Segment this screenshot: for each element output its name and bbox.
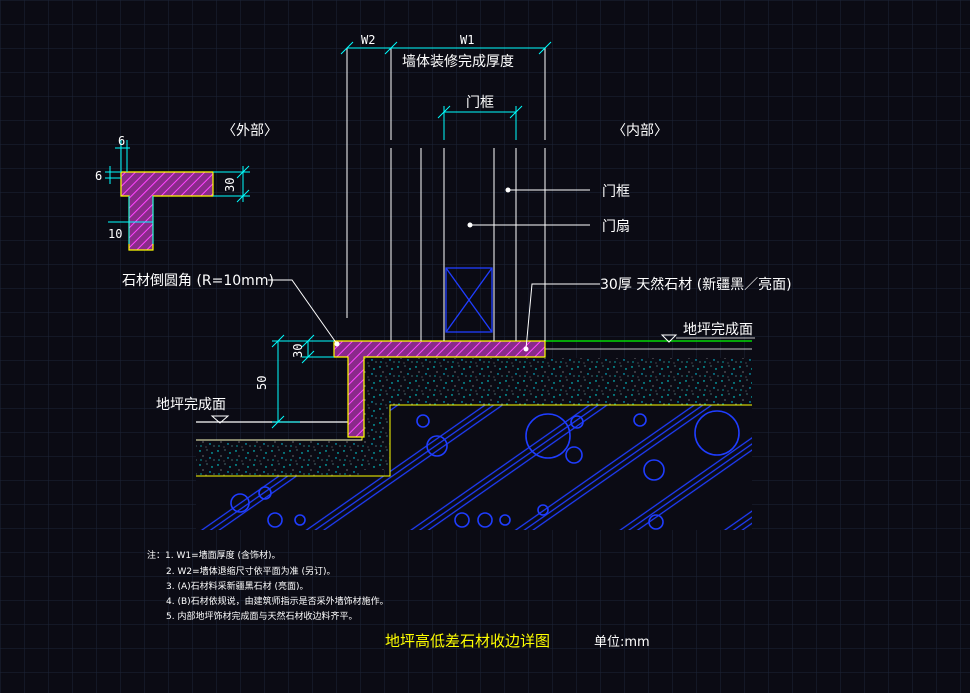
w1-dimension: W1: [460, 33, 474, 47]
upper-concrete-slab: [362, 358, 752, 470]
door-leaf-cross: [445, 267, 493, 333]
lower-concrete-slab: [196, 440, 362, 476]
stone-spec-label: 30厚 天然石材 (新疆黑／亮面): [600, 276, 792, 293]
detail-dim-10: 10: [108, 227, 122, 241]
lower-level-marker: [210, 415, 230, 424]
wall-finish-thickness-label: 墙体装修完成厚度: [402, 54, 514, 70]
upper-level-marker: [660, 334, 678, 343]
outside-label: 〈外部〉: [222, 123, 278, 139]
door-leaf-label: 门扇: [602, 219, 630, 235]
detail-dim-6-top: 6: [118, 134, 125, 148]
inside-label: 〈内部〉: [612, 123, 668, 139]
detail-dim-30: 30: [223, 178, 237, 192]
note-line-5: 5. 内部地坪饰材完成面与天然石材收边料齐平。: [166, 610, 357, 622]
note-line-3: 3. (A)石材料采新疆黑石材 (亮面)。: [166, 580, 309, 592]
stone-edge-profile: [333, 340, 546, 438]
w2-dimension: W2: [361, 33, 375, 47]
detail-dim-6-side: 6: [95, 169, 102, 183]
main-dim-50: 50: [255, 376, 269, 390]
leader-dots: [334, 187, 529, 352]
leaders: [268, 189, 600, 350]
unit-label: 单位:mm: [594, 635, 650, 650]
door-frame-dim-label: 门框: [466, 95, 494, 111]
drawing-title: 地坪高低差石材收边详图: [385, 632, 550, 650]
door-frame-label: 门框: [602, 184, 630, 200]
main-dim-30: 30: [291, 344, 305, 358]
note-line-4: 4. (B)石材依规说，由建筑师指示是否采外墙饰材施作。: [166, 595, 389, 607]
notes-block: 注：1. W1=墙面厚度 (含饰材)。 2. W2=墙体退缩尺寸依平面为准 (另…: [147, 549, 389, 622]
earth-fill: [196, 405, 752, 530]
stone-round-label: 石材倒圆角 (R=10mm): [122, 273, 274, 289]
upper-floor-finish-label: 地坪完成面: [683, 322, 753, 338]
note-line-2: 2. W2=墙体退缩尺寸依平面为准 (另订)。: [166, 565, 336, 577]
note-line-1: 注：1. W1=墙面厚度 (含饰材)。: [147, 549, 281, 561]
detail-dimension-lines: [105, 140, 250, 244]
lower-floor-finish-label: 地坪完成面: [156, 397, 226, 413]
wall-and-door-lines: [346, 48, 546, 341]
aggregate-circles: [230, 410, 740, 530]
detail-stone-profile: [120, 171, 214, 251]
dimension-lines: [271, 41, 552, 429]
